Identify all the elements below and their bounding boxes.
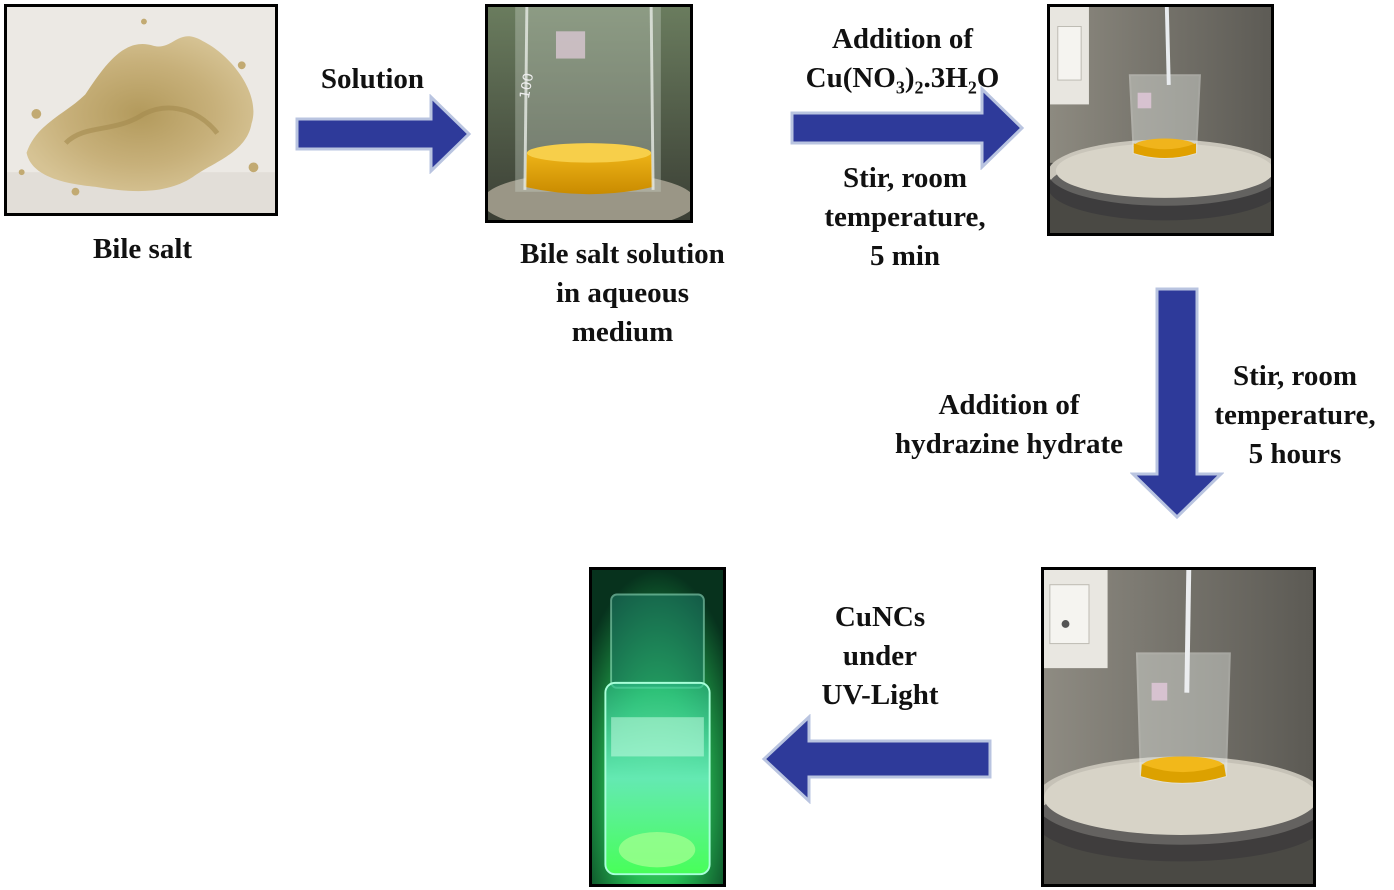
bile-salt-photo	[4, 4, 278, 216]
hydrazine-condition-line: Stir, room	[1232, 360, 1358, 392]
solution-arrow-label: Solution	[320, 63, 425, 95]
bile-solution-label-line: in aqueous	[556, 277, 689, 309]
arrow-down	[1130, 287, 1224, 520]
hydrazine-mixture-photo	[1041, 567, 1316, 887]
hydrazine-addition-label: Addition of hydrazine hydrate	[868, 386, 1150, 464]
uv-label-line: CuNCs	[834, 601, 926, 633]
arrow-left	[761, 714, 992, 804]
bile-solution-label-line: medium	[571, 316, 674, 348]
bile-salt-label: Bile salt	[92, 233, 193, 265]
bile-solution-label: Bile salt solution in aqueous medium	[470, 235, 775, 352]
uv-label-line: under	[842, 640, 918, 672]
copper-addition-line1: Addition of	[831, 23, 973, 55]
copper-condition-line: 5 min	[869, 240, 941, 272]
bile-solution-photo: 100	[485, 4, 693, 223]
uv-label-line: UV-Light	[821, 679, 939, 711]
hydrazine-conditions-label: Stir, room temperature, 5 hours	[1200, 357, 1390, 474]
svg-text:100: 100	[517, 72, 537, 100]
uv-label: CuNCs under UV-Light	[795, 598, 965, 715]
arrow-right-1	[295, 94, 472, 174]
hydrazine-label-line: hydrazine hydrate	[895, 428, 1123, 460]
copper-condition-line: temperature,	[824, 201, 986, 233]
hydrazine-condition-line: 5 hours	[1248, 438, 1342, 470]
arrow-right-2	[790, 86, 1025, 170]
hydrazine-condition-line: temperature,	[1214, 399, 1376, 431]
hydrazine-label-line: Addition of	[938, 389, 1080, 421]
copper-conditions-label: Stir, room temperature, 5 min	[790, 159, 1020, 276]
copper-addition-label: Addition of Cu(NO3)2.3H2O	[780, 20, 1025, 98]
copper-condition-line: Stir, room	[842, 162, 968, 194]
cuncs-uv-photo	[589, 567, 726, 887]
copper-formula: Cu(NO3)2.3H2O	[805, 62, 1000, 98]
bile-solution-label-line: Bile salt solution	[520, 238, 725, 270]
copper-mixture-photo	[1047, 4, 1274, 236]
